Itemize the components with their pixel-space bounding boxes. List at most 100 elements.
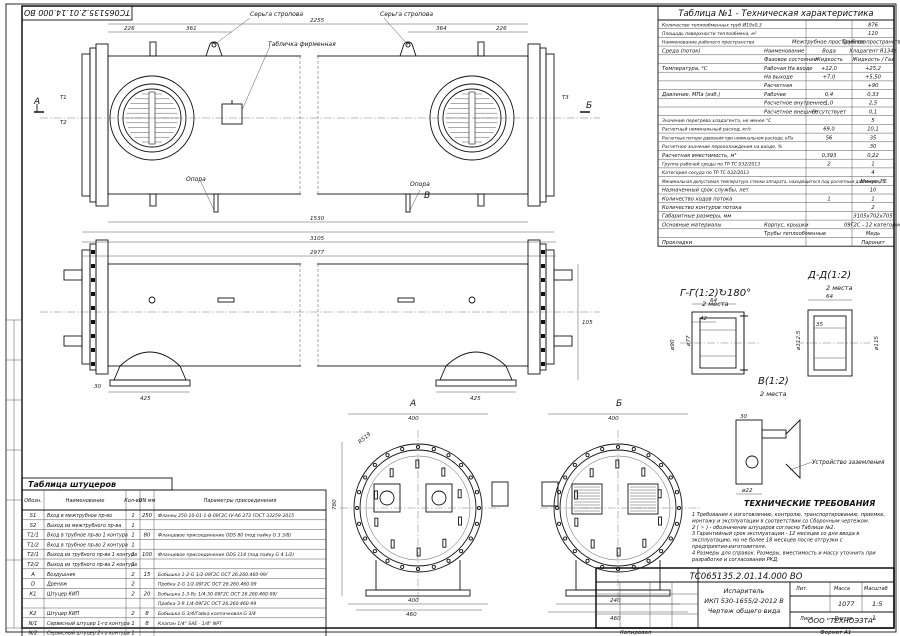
tech-table-cell: Расчетное внешнее xyxy=(764,109,818,115)
tech-table-cell: На выходе xyxy=(764,75,793,81)
side-code: ТС065135.2.01.14.000 ВО xyxy=(24,8,130,17)
lift-lug xyxy=(205,41,223,57)
nozzle-table-cell: Бобышка 1-2-G 1/2-09Г2С ОСТ 26.260.460-9… xyxy=(158,572,268,578)
nozzle-table-cell: Выход из межтрубного пр-ва xyxy=(47,523,121,529)
flange-bolt xyxy=(363,536,368,541)
dim-2977: 2977 xyxy=(310,250,325,256)
saddle-support xyxy=(113,351,187,381)
tech-table-cell: Расчетная xyxy=(764,83,792,89)
flange-bolt xyxy=(541,278,545,282)
left-flange-front xyxy=(95,239,109,375)
flange-bolt xyxy=(541,334,545,338)
tech-table-cell: Расчетная вместимость, м³ xyxy=(662,153,737,159)
tube-sheet-window xyxy=(627,483,659,515)
sheets-header: Листов xyxy=(833,616,853,622)
flange-bolt xyxy=(563,536,568,541)
tech-table-cell: Фазовое состояние xyxy=(764,57,817,63)
flange-bolt xyxy=(459,462,464,467)
flange-bolt xyxy=(659,462,664,467)
tie-rod xyxy=(589,468,594,478)
flange-bolt xyxy=(446,558,451,563)
dim-1530: 1530 xyxy=(310,216,325,222)
nozzle-table-cell: Фланец 250-10-01-1-B-09Г2С-IV-А6 273 ГОС… xyxy=(158,513,294,519)
flange-bolt xyxy=(674,521,679,526)
flange-bolt xyxy=(600,447,605,452)
nozzle-table-cell: 80 xyxy=(144,533,151,539)
tech-table-cell: Рабочее xyxy=(764,92,786,98)
nozzle-table-cell: Штуцер КИП xyxy=(47,611,80,617)
title-name3: Чертеж общего вида xyxy=(708,607,780,615)
mass-header: Масса xyxy=(834,586,850,592)
section-g-sub: 2 места xyxy=(702,300,728,308)
flange-bolt xyxy=(474,521,479,526)
tech-table-cell: Минус 20 xyxy=(860,179,886,185)
nozzle-port xyxy=(468,296,476,304)
section-d-d xyxy=(796,299,870,377)
section-d-title: Д-Д(1:2) xyxy=(807,270,851,281)
requirement-line: разработке и согласовании РКД. xyxy=(691,557,779,563)
nozzle-table-cell: T1/2 xyxy=(27,542,39,548)
section-mark-b: Б xyxy=(586,101,592,111)
tech-table-cell: 0,1 xyxy=(869,109,877,115)
end-view-a xyxy=(340,413,509,611)
tech-table-cell: Расчетное внутреннее xyxy=(764,101,826,107)
requirement-line: 4 Размеры для справок. Размеры, вместимо… xyxy=(692,550,876,556)
nozzle-table-cell: Вход в трубное пр-во 1 контура xyxy=(47,533,128,539)
dim-v-30: 30 xyxy=(740,414,748,420)
flange-bolt xyxy=(459,549,464,554)
tech-table-cell: Медь xyxy=(866,231,880,237)
nozzle-table-cell: N/2 xyxy=(28,631,38,636)
end-view-b xyxy=(540,413,700,613)
nozzle-table-cell: К1 xyxy=(29,591,36,597)
flange-bolt xyxy=(541,264,545,268)
flange-bolt xyxy=(446,453,451,458)
tech-table-cell: 0,22 xyxy=(867,153,879,159)
nozzle-table-cell: Пробка 2-G 1/2-09Г2С ОСТ 26.260.460-99 xyxy=(158,582,257,588)
tech-table-cell: +90 xyxy=(868,83,880,89)
flange-bolt xyxy=(91,264,95,268)
dim-425: 425 xyxy=(140,396,151,402)
code-box xyxy=(21,5,133,21)
tech-table-cell: Температура, °С xyxy=(662,66,708,72)
view-mark-v: В xyxy=(424,191,430,201)
flange-bolt xyxy=(431,564,436,569)
nozzle-table-header: DN мм xyxy=(139,498,156,504)
tech-table-cell: +7,0 xyxy=(823,75,836,81)
flange-bolt xyxy=(400,564,405,569)
flange-bolt xyxy=(400,447,405,452)
nozzle-table-cell: А xyxy=(30,572,35,578)
tech-table-cell: 0,393 xyxy=(822,153,837,159)
flange-bolt xyxy=(646,558,651,563)
sheets-value: 1 xyxy=(872,615,876,622)
flange-bolt xyxy=(668,536,673,541)
view-v-title: В(1:2) xyxy=(758,376,789,387)
left-flange-top xyxy=(95,43,109,207)
dim-2255: 2255 xyxy=(310,18,325,24)
dim-d-35: 35 xyxy=(816,322,824,328)
tech-table-cell: Расчетные потери давления при номинально… xyxy=(662,135,794,140)
tech-table-cell: Основные материалы xyxy=(662,222,721,228)
flange-bolt xyxy=(385,558,390,563)
flange-bolt xyxy=(372,462,377,467)
tech-table-cell: 1 xyxy=(871,162,874,168)
requirements-text: 1 Требования к изготовлению, контролю, т… xyxy=(691,512,885,563)
nozzle-table-cell: 1 xyxy=(131,533,134,539)
tech-table-title: Таблица №1 - Техническая характеристика xyxy=(678,9,873,19)
view-v-sub: 2 места xyxy=(760,390,786,398)
support-leg xyxy=(405,193,411,213)
tech-table-cell: Расчетное значение переохлаждения на вхо… xyxy=(662,144,782,150)
flange-bolt xyxy=(563,475,568,480)
tie-rod xyxy=(574,517,579,527)
footer-format: Формат А1 xyxy=(820,630,851,636)
flange-bolt xyxy=(357,521,362,526)
tech-table-cell: 1 xyxy=(827,196,830,202)
top-view xyxy=(34,17,600,243)
requirement-line: эксплуатацию, но не более 18 месяцев пос… xyxy=(692,538,843,544)
nozzle-table-cell: D xyxy=(31,582,35,588)
tech-table-cell: Расчетный номинальный расход, кг/с xyxy=(662,127,752,133)
nozzle-table-cell: S1 xyxy=(30,513,37,519)
nozzle-table-cell: Сервисный штуцер 1-го контура xyxy=(47,621,130,627)
tech-table-cell: 09Г2С - 12 категория xyxy=(844,222,900,228)
tie-rod xyxy=(442,538,447,548)
